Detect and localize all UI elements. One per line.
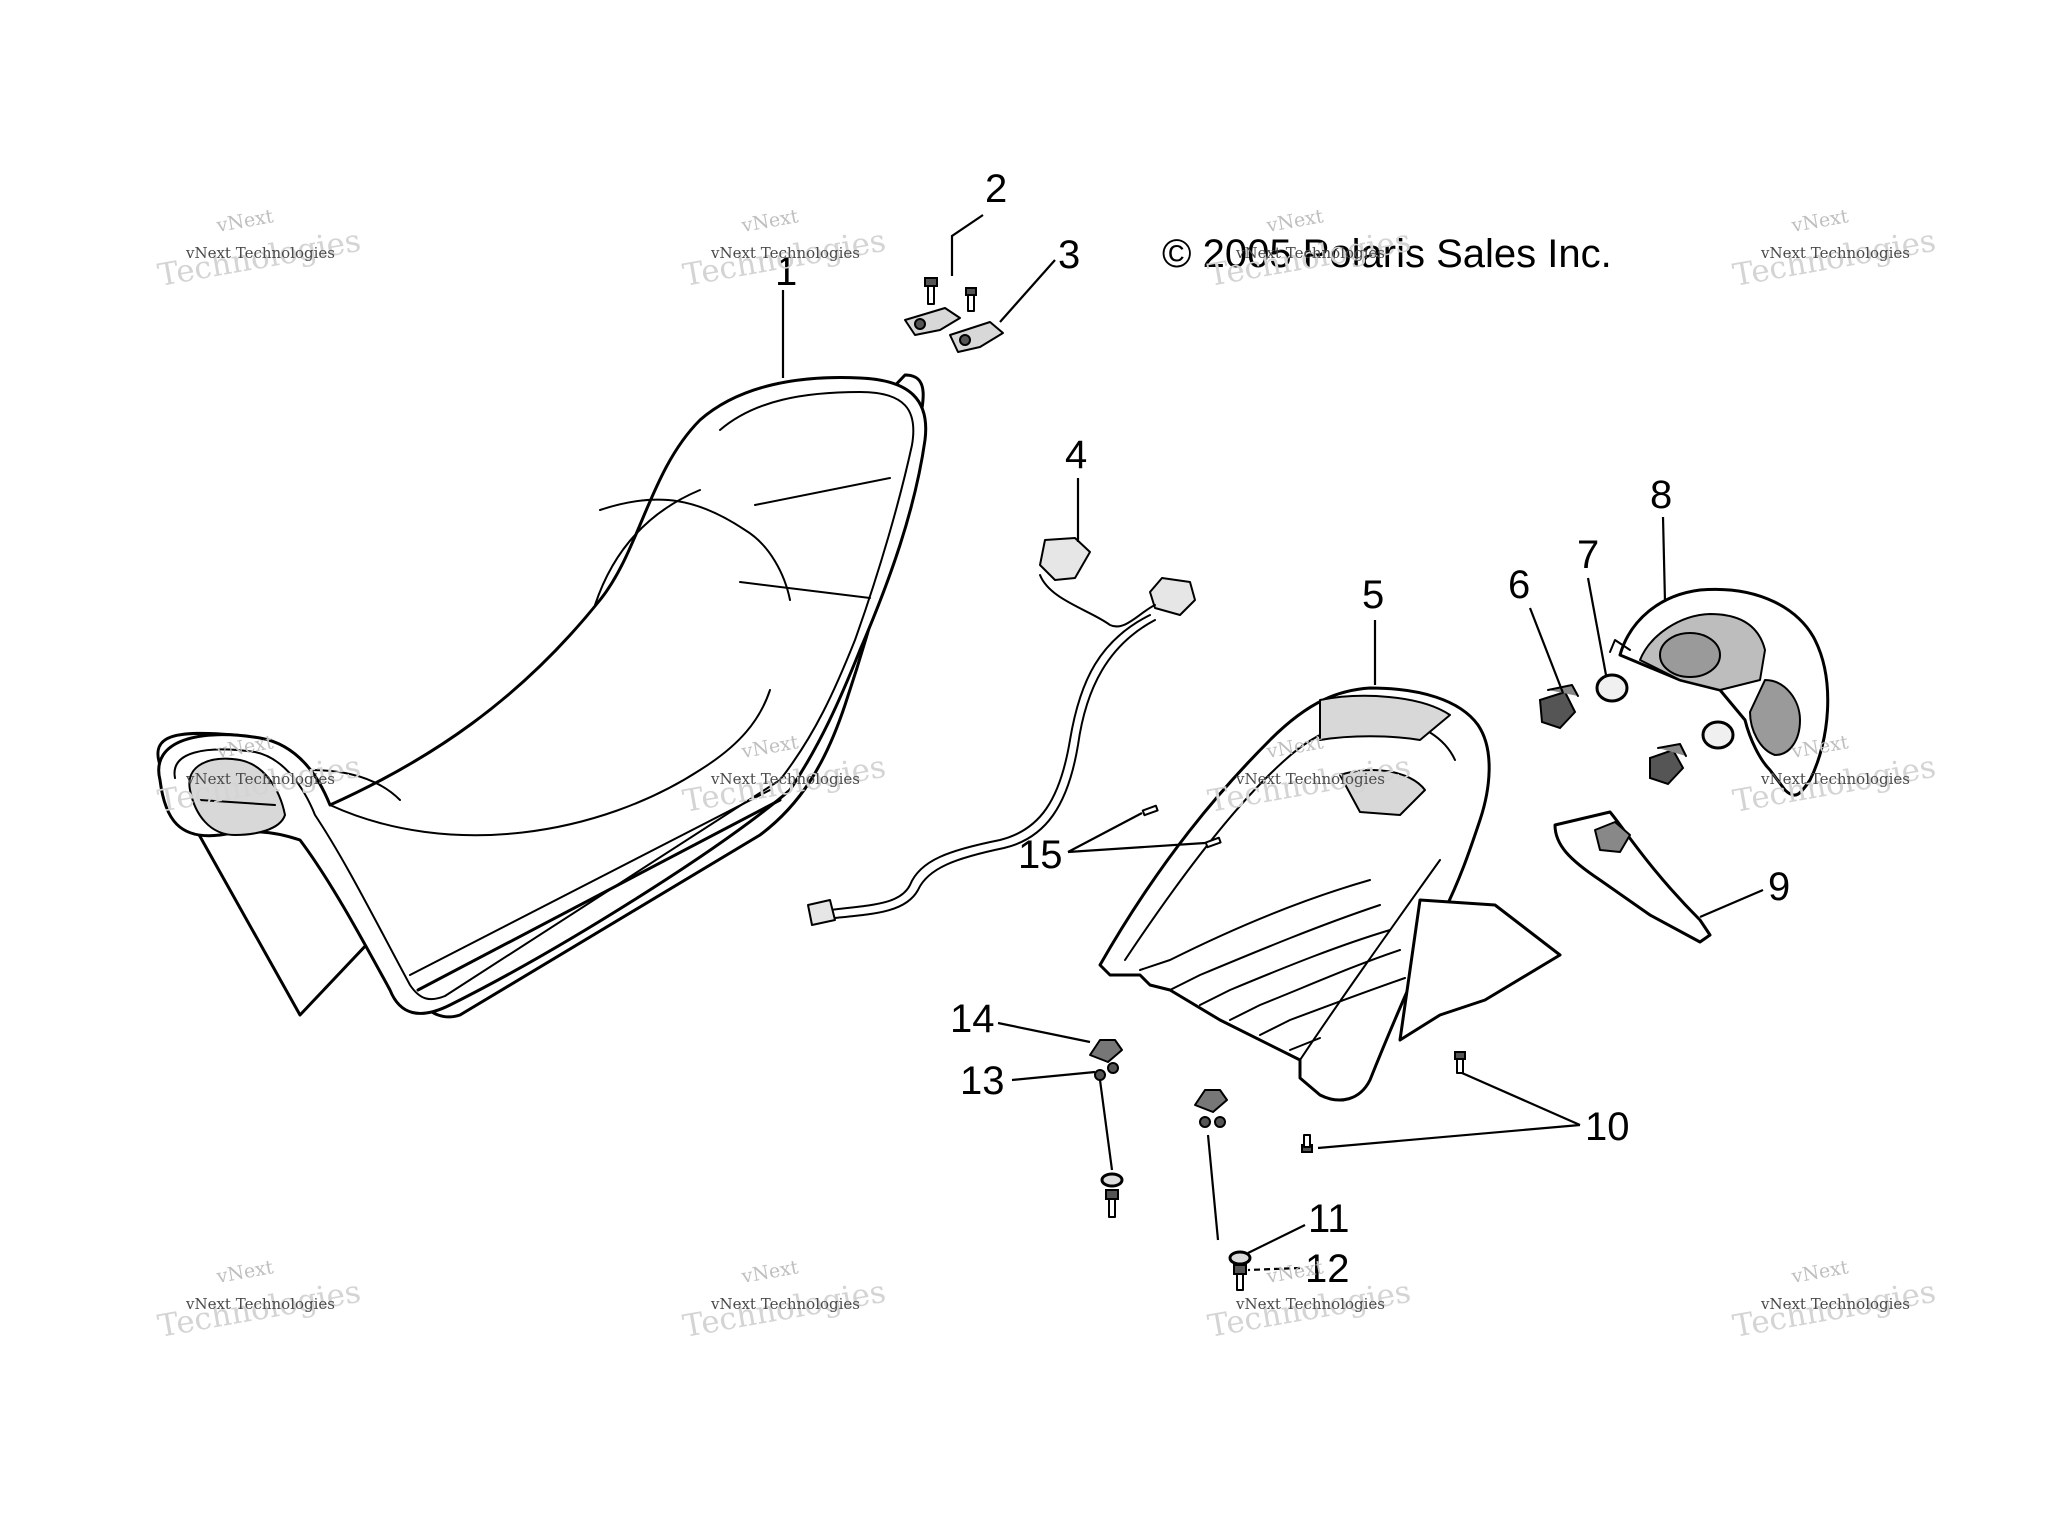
callout-15: 15 xyxy=(1018,833,1063,877)
leader-12-vert xyxy=(1206,1134,1220,1241)
nut-part-13 xyxy=(1094,1062,1226,1128)
callout-13: 13 xyxy=(960,1059,1005,1103)
leader-8 xyxy=(1661,516,1667,603)
leader-9 xyxy=(1699,888,1764,919)
leader-6 xyxy=(1528,607,1565,694)
wire-harness-part-4 xyxy=(807,537,1196,926)
watermark-vnext: vNext xyxy=(214,1256,275,1288)
callout-11: 11 xyxy=(1308,1197,1350,1241)
watermark-r3c2: Technologies vNext vNext Technologies xyxy=(680,1256,888,1345)
seat-part-1 xyxy=(156,373,928,1019)
clip-part-14 xyxy=(1089,1039,1228,1113)
watermark-r1c3: Technologies vNext vNext Technologies xyxy=(1205,205,1413,294)
callout-labels: 1 2 3 4 5 6 7 8 9 10 11 12 13 14 15 xyxy=(775,167,1790,1291)
bulb-part-7 xyxy=(1595,673,1735,750)
watermark-r3c1: Technologies vNext vNext Technologies xyxy=(155,1256,363,1345)
watermark-r1c4: Technologies vNext vNext Technologies xyxy=(1730,205,1938,294)
screw-part-2 xyxy=(924,277,977,312)
callout-7: 7 xyxy=(1577,533,1599,577)
watermark-vnext-technologies: vNext Technologies xyxy=(185,770,335,788)
leader-3 xyxy=(999,259,1056,323)
watermark-vnext-technologies: vNext Technologies xyxy=(185,1295,335,1313)
callout-10: 10 xyxy=(1585,1105,1630,1149)
watermark-vnext: vNext xyxy=(739,205,800,237)
watermark-vnext-technologies: vNext Technologies xyxy=(1760,244,1910,262)
leader-12 xyxy=(1247,1266,1301,1272)
leader-10b xyxy=(1317,1123,1581,1150)
watermark-vnext-technologies: vNext Technologies xyxy=(710,1295,860,1313)
watermark-r1c1: Technologies vNext vNext Technologies xyxy=(155,205,363,294)
callout-12: 12 xyxy=(1305,1247,1350,1291)
watermark-vnext: vNext xyxy=(1789,1256,1850,1288)
callout-2: 2 xyxy=(985,167,1007,211)
callout-14: 14 xyxy=(950,997,995,1041)
screw-part-10 xyxy=(1301,1051,1466,1153)
leader-11 xyxy=(1247,1224,1306,1254)
watermark-vnext: vNext xyxy=(739,1256,800,1288)
leader-13 xyxy=(1011,1070,1096,1082)
tail-light-part-8 xyxy=(1609,587,1830,797)
watermark-vnext-technologies: vNext Technologies xyxy=(185,244,335,262)
watermark-vnext-technologies: vNext Technologies xyxy=(1760,1295,1910,1313)
copyright-text: © 2005 Polaris Sales Inc. xyxy=(1162,232,1612,276)
watermark-vnext-technologies: vNext Technologies xyxy=(1235,1295,1385,1313)
callout-6: 6 xyxy=(1508,563,1530,607)
watermark-vnext-technologies: vNext Technologies xyxy=(710,770,860,788)
watermark-vnext-technologies: vNext Technologies xyxy=(710,244,860,262)
callout-4: 4 xyxy=(1065,433,1087,477)
watermark-vnext-technologies: vNext Technologies xyxy=(1235,770,1385,788)
leader-2 xyxy=(950,214,984,276)
leader-7 xyxy=(1586,577,1608,676)
tail-cowl-part-5 xyxy=(1098,686,1562,1102)
callout-9: 9 xyxy=(1768,865,1790,909)
reflector-part-9 xyxy=(1553,810,1712,944)
watermark-vnext: vNext xyxy=(1789,205,1850,237)
watermark-vnext-technologies: vNext Technologies xyxy=(1235,244,1385,262)
watermark-vnext: vNext xyxy=(214,205,275,237)
leader-15 xyxy=(1067,812,1143,853)
callout-1: 1 xyxy=(775,250,797,294)
callout-5: 5 xyxy=(1362,573,1384,617)
leader-12-vert-b xyxy=(1098,1079,1114,1171)
callout-3: 3 xyxy=(1058,233,1080,277)
watermark-vnext-technologies: vNext Technologies xyxy=(1760,770,1910,788)
callout-8: 8 xyxy=(1650,473,1672,517)
leader-15b xyxy=(1067,841,1206,854)
bracket-part-3 xyxy=(904,307,1004,353)
leader-10 xyxy=(1461,1071,1581,1127)
leader-14 xyxy=(997,1021,1091,1044)
washer-part-11 xyxy=(1100,1172,1252,1266)
pin-part-15 xyxy=(1141,804,1222,849)
bolt-part-12 xyxy=(1105,1189,1247,1291)
watermark-r3c4: Technologies vNext vNext Technologies xyxy=(1730,1256,1938,1345)
